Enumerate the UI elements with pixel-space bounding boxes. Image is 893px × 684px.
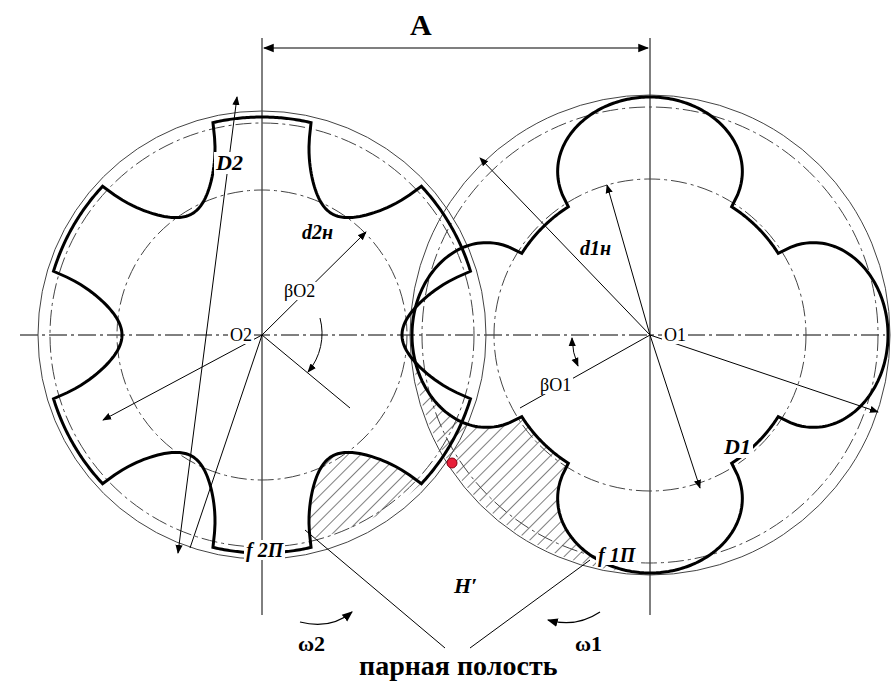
area-label: f 2П bbox=[244, 540, 285, 560]
diameter-line bbox=[103, 335, 262, 420]
pitch-circle bbox=[117, 190, 407, 480]
diameter-label: D2 bbox=[214, 152, 245, 174]
extension-line bbox=[262, 38, 263, 615]
diameter-line bbox=[650, 335, 700, 488]
angle-arc bbox=[572, 338, 578, 366]
center-label: O1 bbox=[662, 326, 688, 344]
female-rotor-profile bbox=[54, 117, 471, 553]
area-label: f 1П bbox=[596, 545, 637, 565]
diameter-label: d2н bbox=[300, 222, 335, 242]
outer-circle bbox=[38, 111, 486, 559]
pitch-circle bbox=[494, 179, 806, 491]
diameter-label: D1 bbox=[722, 436, 753, 458]
male-rotor-profile bbox=[412, 97, 888, 573]
outer-circle bbox=[410, 95, 890, 575]
rotation-arrow bbox=[300, 612, 352, 624]
diameter-line bbox=[480, 158, 650, 335]
pitch-circle bbox=[422, 107, 878, 563]
angle-label: βO1 bbox=[538, 376, 573, 394]
leader-line bbox=[470, 560, 590, 648]
angle-line bbox=[520, 335, 650, 408]
pitch-circle bbox=[50, 123, 474, 547]
speed-label: ω1 bbox=[575, 633, 602, 655]
point-label: H′ bbox=[454, 575, 477, 597]
angle-line bbox=[262, 335, 350, 408]
angle-arc bbox=[308, 318, 322, 372]
dimension-line bbox=[264, 47, 648, 48]
center-label: O2 bbox=[228, 326, 254, 344]
angle-label: βO2 bbox=[282, 282, 317, 300]
hatched-cavity bbox=[309, 452, 421, 538]
extension-line bbox=[650, 38, 651, 615]
diameter-line bbox=[262, 232, 366, 335]
center-line bbox=[20, 335, 885, 336]
dimension-label: A bbox=[410, 10, 432, 40]
caption-label: парная полость bbox=[359, 652, 557, 680]
contact-point bbox=[447, 458, 457, 468]
diameter-line bbox=[190, 335, 262, 548]
hatched-cavity bbox=[412, 335, 650, 573]
diameter-label: d1н bbox=[578, 238, 613, 258]
rotation-arrow bbox=[548, 612, 600, 623]
diameter-line bbox=[650, 335, 878, 412]
speed-label: ω2 bbox=[298, 633, 325, 655]
leader-line bbox=[305, 530, 445, 648]
